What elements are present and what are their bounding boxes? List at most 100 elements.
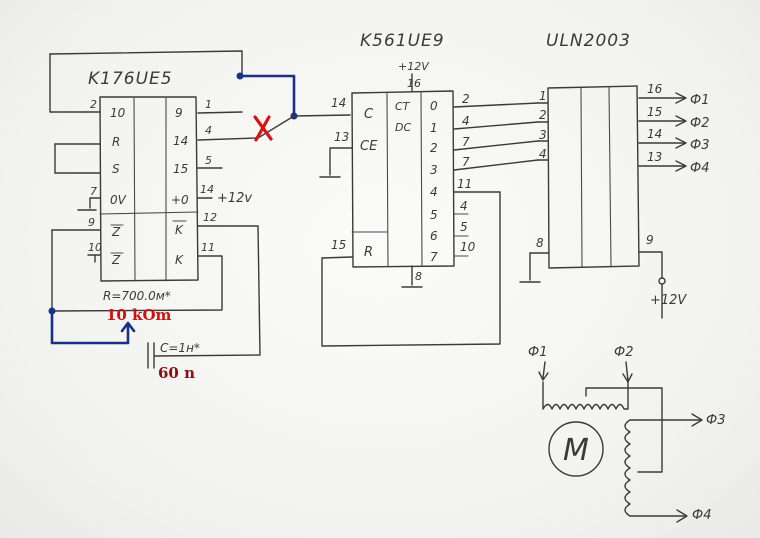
counter-pin-10: 10: [460, 240, 476, 254]
driver-out4-arrow: [675, 160, 687, 172]
timer-ground: [77, 197, 101, 211]
timer-pin-4: 4: [205, 124, 212, 137]
timer-label-k1: K: [175, 223, 184, 237]
driver-ground: [519, 252, 550, 283]
timer-pin-2: 2: [90, 98, 97, 111]
counter-pin-3: 7: [462, 135, 470, 149]
driver-com-wire: [638, 251, 663, 279]
driver-chip-body: [547, 85, 640, 269]
motor-phase4-arrow: [676, 509, 688, 523]
counter-reset-wire: [321, 256, 353, 259]
timer-label-k2: K: [175, 253, 184, 267]
counter-out0-wire: [453, 102, 539, 108]
motor-phase2-arrow: [622, 361, 633, 383]
timer-chip-name: K176UE5: [88, 69, 173, 89]
counter-supply-pin: 16: [407, 77, 421, 90]
counter-pin-4: 4: [462, 114, 470, 128]
motor-label: M: [563, 433, 589, 468]
timer-label-s: S: [112, 162, 120, 176]
timer-chip: K176UE5 10 R S 0V Z Z 9 14 15 +0 K K 2 7…: [49, 50, 261, 382]
counter-label-c: C: [364, 107, 374, 122]
timer-label-z2: Z: [111, 253, 121, 267]
timer-label-0v: 0V: [110, 193, 127, 207]
counter-out-7: 7: [430, 250, 438, 264]
driver-chip: ULN2003 1 2 3 4 8 9 +12V 16 Ф1 15 Ф2 14 …: [519, 31, 709, 308]
counter-chip-body: [351, 90, 455, 268]
blue-arrow: [120, 321, 136, 333]
counter-reset-loop: [321, 191, 501, 347]
timer-chip-split: [99, 211, 199, 215]
timer-pin-10: 10: [88, 241, 102, 254]
counter-out3-wire: [453, 159, 539, 171]
cut-mark: [253, 115, 273, 142]
counter-out2-wire: [453, 140, 539, 151]
counter-pin-7: 7: [462, 155, 470, 169]
blue-cap-wire: [50, 309, 130, 345]
counter-out-1: 1: [430, 121, 438, 135]
driver-out1-arrow: [675, 92, 687, 104]
driver-out3-arrow: [675, 137, 687, 149]
driver-pin-4: 4: [539, 147, 547, 161]
driver-pin-14: 14: [647, 127, 662, 141]
timer-label-10: 10: [110, 106, 126, 120]
timer-left-loop: [49, 53, 87, 113]
timer-pin11-wire: [51, 255, 223, 312]
clock-wire: [293, 114, 351, 117]
driver-pin-13: 13: [647, 150, 662, 164]
timer-chip-body: [99, 96, 199, 282]
capacitor-new-value: 60 n: [158, 364, 195, 382]
driver-input-stubs: [537, 102, 549, 161]
phase-label-3: Ф3: [690, 138, 709, 153]
counter-ce-ground: [319, 147, 353, 178]
motor-winding-top: [542, 381, 629, 410]
counter-pin-8: 8: [415, 270, 422, 283]
counter-chip-name: K561UE9: [360, 31, 445, 51]
counter-chip-dividers: [386, 91, 423, 268]
blue-node-top: [236, 72, 244, 80]
driver-chip-name: ULN2003: [546, 31, 631, 51]
blue-node-left: [48, 307, 56, 315]
resistor-new-value: 10 kOm: [106, 306, 172, 324]
driver-pin-2: 2: [539, 108, 547, 122]
timer-chip-dividers: [133, 96, 167, 282]
timer-pin-7: 7: [90, 185, 97, 198]
stepper-motor: Ф1 Ф2 M Ф3 Ф4: [528, 284, 725, 523]
motor-winding-side: [624, 419, 631, 517]
driver-chip-dividers: [580, 86, 612, 268]
driver-pin-3: 3: [539, 128, 547, 142]
counter-supply-label: +12V: [398, 60, 430, 73]
driver-supply-label: +12V: [650, 293, 687, 308]
counter-pin-14: 14: [331, 96, 346, 110]
motor-phase4-label: Ф4: [692, 508, 711, 523]
timer-pin4-wire: [197, 137, 259, 141]
counter-ground: [401, 265, 423, 288]
counter-pin-15: 15: [331, 238, 346, 252]
timer-rs-wires: [54, 143, 101, 174]
counter-pin-4b: 4: [460, 199, 468, 213]
timer-label-15: 15: [173, 162, 188, 176]
counter-pin-13: 13: [334, 130, 349, 144]
capacitor-symbol: [147, 342, 155, 369]
driver-pin-16: 16: [647, 82, 663, 96]
phase-label-2: Ф2: [690, 116, 709, 131]
motor-phase3-arrow: [691, 413, 703, 427]
counter-chip: K561UE9 +12V 16 C CE R CT DC 0 1 2 3 4 5…: [319, 31, 539, 347]
driver-pin-15: 15: [647, 105, 662, 119]
timer-label-14: 14: [173, 134, 188, 148]
counter-out-2: 2: [430, 141, 438, 155]
driver-out2-arrow: [675, 115, 687, 127]
counter-pin-11: 11: [457, 177, 472, 191]
counter-out-6: 6: [430, 229, 438, 243]
counter-label-ct: CT: [395, 100, 411, 113]
phase-label-4: Ф4: [690, 161, 709, 176]
blue-bridge-wire: [238, 74, 296, 118]
timer-pin12-wire: [154, 225, 261, 357]
motor-phase3-label: Ф3: [706, 413, 725, 428]
counter-pin-2: 2: [462, 92, 470, 106]
counter-out-0: 0: [430, 99, 438, 113]
resistor-label: R=700.0м*: [103, 289, 171, 303]
timer-pin-11: 11: [201, 241, 215, 254]
counter-label-r: R: [364, 245, 373, 260]
